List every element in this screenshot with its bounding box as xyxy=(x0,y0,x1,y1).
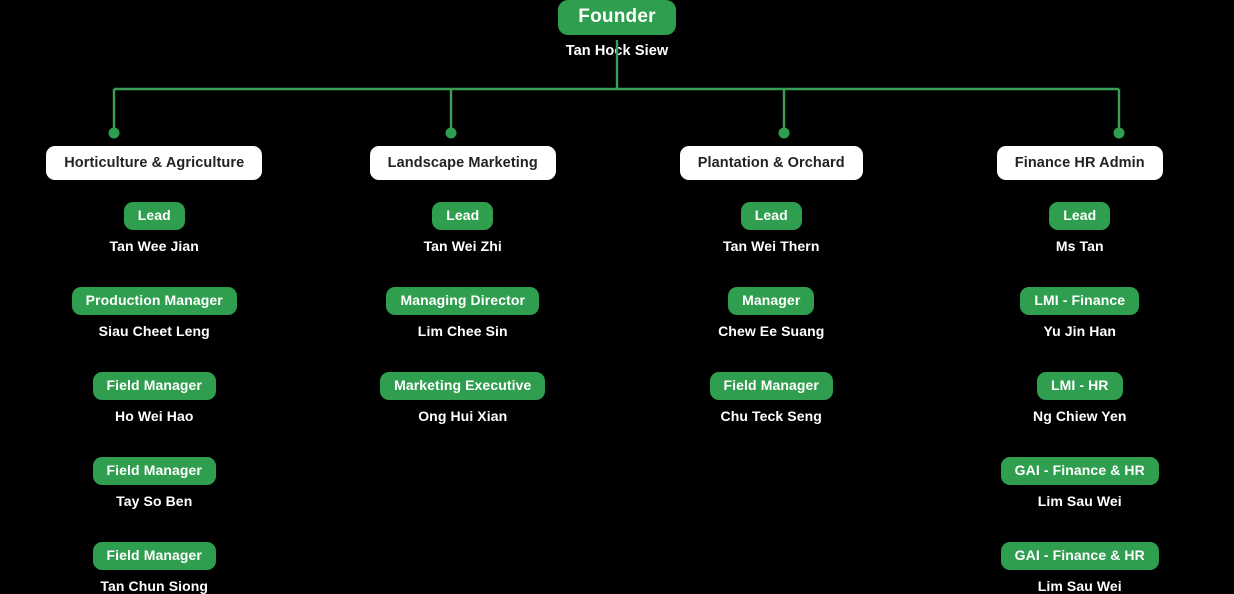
role-person-name: Ng Chiew Yen xyxy=(1033,408,1127,424)
role-person-name: Chu Teck Seng xyxy=(721,408,822,424)
role-person-name: Ho Wei Hao xyxy=(115,408,194,424)
role-person-name: Tan Wei Zhi xyxy=(424,238,502,254)
department-pill[interactable]: Landscape Marketing xyxy=(370,146,556,180)
role-badge[interactable]: LMI - Finance xyxy=(1020,287,1139,315)
role-badge[interactable]: Field Manager xyxy=(710,372,833,400)
role-entry: LMI - Finance Yu Jin Han xyxy=(1020,287,1139,339)
role-badge[interactable]: Lead xyxy=(124,202,185,230)
role-badge[interactable]: Marketing Executive xyxy=(380,372,545,400)
role-badge[interactable]: Manager xyxy=(728,287,814,315)
founder-badge[interactable]: Founder xyxy=(558,0,675,35)
role-person-name: Ms Tan xyxy=(1056,238,1104,254)
root-node: Founder Tan Hock Siew xyxy=(0,0,1234,59)
connector-node-dot xyxy=(779,128,790,139)
role-person-name: Ong Hui Xian xyxy=(418,408,507,424)
role-person-name: Siau Cheet Leng xyxy=(99,323,210,339)
department-pill[interactable]: Plantation & Orchard xyxy=(680,146,863,180)
role-badge[interactable]: LMI - HR xyxy=(1037,372,1123,400)
connector-node-dot xyxy=(1114,128,1125,139)
role-entry: Lead Ms Tan xyxy=(1049,202,1110,254)
role-person-name: Tay So Ben xyxy=(116,493,192,509)
role-badge[interactable]: Field Manager xyxy=(93,542,216,570)
role-person-name: Tan Wei Thern xyxy=(723,238,819,254)
role-person-name: Tan Chun Siong xyxy=(100,578,208,594)
role-badge[interactable]: GAI - Finance & HR xyxy=(1001,457,1159,485)
role-badge[interactable]: Field Manager xyxy=(93,457,216,485)
role-entry: Field Manager Ho Wei Hao xyxy=(93,372,216,424)
role-entry: LMI - HR Ng Chiew Yen xyxy=(1033,372,1127,424)
role-badge[interactable]: Lead xyxy=(741,202,802,230)
connector-node-dot xyxy=(446,128,457,139)
connector-node-dot xyxy=(109,128,120,139)
role-badge[interactable]: Managing Director xyxy=(386,287,539,315)
role-badge[interactable]: Lead xyxy=(432,202,493,230)
role-person-name: Lim Chee Sin xyxy=(418,323,508,339)
role-badge[interactable]: Lead xyxy=(1049,202,1110,230)
role-person-name: Lim Sau Wei xyxy=(1038,578,1122,594)
role-entry: GAI - Finance & HR Lim Sau Wei xyxy=(1001,457,1159,509)
role-person-name: Yu Jin Han xyxy=(1043,323,1116,339)
role-person-name: Lim Sau Wei xyxy=(1038,493,1122,509)
department-pill[interactable]: Finance HR Admin xyxy=(997,146,1163,180)
role-person-name: Chew Ee Suang xyxy=(718,323,824,339)
role-entry: GAI - Finance & HR Lim Sau Wei xyxy=(1001,542,1159,594)
department-pill[interactable]: Horticulture & Agriculture xyxy=(46,146,262,180)
role-badge[interactable]: Field Manager xyxy=(93,372,216,400)
role-person-name: Tan Wee Jian xyxy=(110,238,199,254)
role-badge[interactable]: GAI - Finance & HR xyxy=(1001,542,1159,570)
role-badge[interactable]: Production Manager xyxy=(72,287,237,315)
founder-name: Tan Hock Siew xyxy=(566,43,669,59)
